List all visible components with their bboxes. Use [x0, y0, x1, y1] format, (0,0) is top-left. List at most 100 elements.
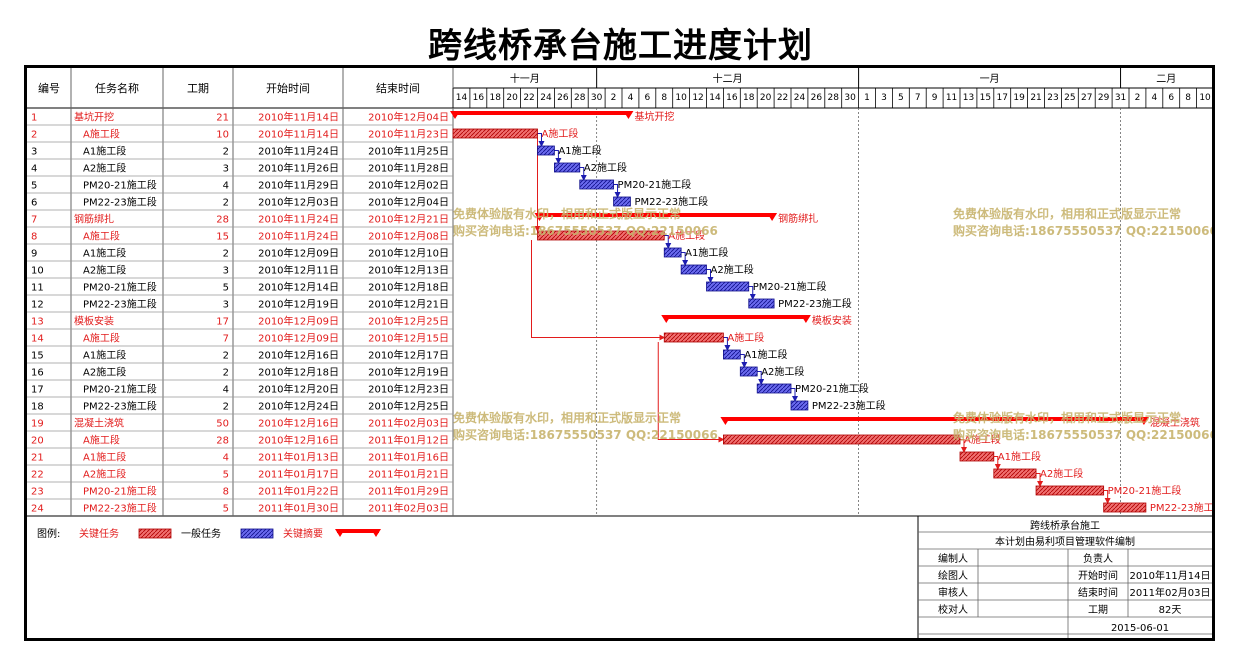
- day-label: 16: [726, 93, 738, 103]
- day-label: 24: [540, 93, 552, 103]
- normal-task-bar: [663, 247, 682, 258]
- day-label: 6: [1168, 93, 1174, 103]
- task-end: 2010年12月08日: [368, 230, 449, 243]
- info-date: 2015-06-01: [1111, 623, 1169, 634]
- critical-task-bar: [959, 451, 995, 462]
- task-start: 2010年11月24日: [258, 213, 339, 226]
- task-bar-label: PM20-21施工段: [753, 280, 827, 293]
- day-label: 19: [1013, 93, 1025, 103]
- watermark-line2: 购买咨询电话:18675550537 QQ:22150066: [953, 223, 1212, 238]
- task-end: 2011年01月12日: [368, 434, 449, 447]
- task-end: 2011年01月21日: [368, 468, 449, 481]
- task-name: 模板安装: [74, 315, 114, 328]
- task-start: 2010年11月26日: [258, 162, 339, 175]
- task-end: 2010年12月19日: [368, 366, 449, 379]
- task-id: 5: [31, 181, 37, 192]
- day-label: 2: [611, 93, 617, 103]
- dependency-arrow: [960, 439, 967, 453]
- task-bar-label: A施工段: [668, 229, 705, 242]
- task-start: 2010年11月24日: [258, 145, 339, 158]
- dependency-arrow: [1036, 473, 1044, 487]
- critical-task-bar: [1035, 485, 1105, 496]
- task-end: 2011年02月03日: [368, 502, 449, 515]
- task-name: A施工段: [83, 332, 120, 345]
- normal-task-bar: [723, 349, 741, 360]
- task-start: 2010年12月16日: [258, 434, 339, 447]
- day-label: 4: [1151, 93, 1157, 103]
- task-end: 2010年11月23日: [368, 128, 449, 141]
- task-bar-label: PM22-23施工段: [778, 297, 852, 310]
- critical-task-bar: [1103, 502, 1147, 513]
- day-label: 2: [1135, 93, 1141, 103]
- task-duration: 5: [223, 504, 229, 515]
- dependency-arrow: [748, 286, 756, 300]
- task-id: 9: [31, 249, 37, 260]
- task-name: PM22-23施工段: [83, 400, 157, 413]
- watermark-line1: 免费体验版有水印，相用和正式版显示正常: [953, 206, 1181, 221]
- task-id: 15: [31, 351, 44, 362]
- dependency-arrow: [531, 240, 666, 341]
- legend-critical-label: 关键任务: [79, 527, 119, 540]
- task-duration: 2: [223, 402, 229, 413]
- task-duration: 28: [216, 215, 229, 226]
- task-bar-label: A1施工段: [998, 450, 1041, 463]
- task-duration: 7: [223, 334, 229, 345]
- normal-task-bar: [790, 400, 809, 411]
- task-bar-label: A2施工段: [1040, 467, 1083, 480]
- task-duration: 5: [223, 470, 229, 481]
- task-duration: 2: [223, 198, 229, 209]
- day-label: 23: [1047, 93, 1058, 103]
- day-label: 13: [963, 93, 974, 103]
- normal-task-bar: [613, 196, 631, 207]
- task-end: 2010年12月15日: [368, 332, 449, 345]
- normal-task-bar: [706, 281, 750, 292]
- day-label: 27: [1081, 93, 1092, 103]
- legend-summary-left-cap: [335, 529, 345, 537]
- task-id: 11: [31, 283, 44, 294]
- task-bar-label: A2施工段: [584, 161, 627, 174]
- header-end: 结束时间: [376, 82, 420, 95]
- dependency-arrow: [537, 133, 545, 147]
- day-label: 28: [574, 93, 586, 103]
- day-label: 16: [473, 93, 485, 103]
- summary-bar-left-cap: [450, 111, 460, 119]
- task-id: 8: [31, 232, 37, 243]
- legend-label: 图例:: [37, 527, 60, 540]
- summary-bar-right-cap: [1138, 417, 1149, 425]
- task-end: 2010年11月28日: [368, 162, 449, 175]
- task-name: A2施工段: [83, 366, 126, 379]
- watermark-line2: 购买咨询电话:18675550537 QQ:22150066: [453, 223, 718, 238]
- task-id: 17: [31, 385, 44, 396]
- info-duration_label: 工期: [1088, 604, 1108, 616]
- task-id: 22: [31, 470, 44, 481]
- info-end_label: 结束时间: [1078, 586, 1118, 599]
- task-name: A1施工段: [83, 145, 126, 158]
- task-bar-label: PM20-21施工段: [1108, 484, 1182, 497]
- summary-bar-left-cap: [661, 315, 672, 323]
- chart-title: 跨线桥承台施工进度计划: [428, 26, 813, 66]
- task-bar-label: A2施工段: [711, 263, 754, 276]
- task-end: 2010年12月25日: [368, 400, 449, 413]
- month-label: 二月: [1156, 73, 1176, 85]
- task-end: 2010年12月13日: [368, 264, 449, 277]
- task-duration: 21: [216, 113, 229, 124]
- day-label: 10: [1199, 93, 1211, 103]
- day-label: 26: [811, 93, 823, 103]
- summary-bar: [453, 111, 631, 115]
- dependency-arrow: [791, 388, 798, 402]
- day-label: 24: [794, 93, 806, 103]
- task-id: 13: [31, 317, 44, 328]
- task-id: 1: [31, 113, 37, 124]
- info-owner_label: 负责人: [1083, 552, 1113, 565]
- task-name: A1施工段: [83, 349, 126, 362]
- info-software: 本计划由易利项目管理软件编制: [995, 535, 1135, 548]
- task-end: 2010年12月21日: [368, 298, 449, 311]
- task-start: 2010年12月18日: [258, 366, 339, 379]
- task-bar-label: PM20-21施工段: [795, 382, 869, 395]
- day-label: 30: [844, 93, 856, 103]
- task-name: 混凝土浇筑: [74, 417, 124, 430]
- normal-task-bar: [739, 366, 758, 377]
- summary-bar: [664, 315, 808, 319]
- watermark-line1: 免费体验版有水印，相用和正式版显示正常: [453, 410, 681, 425]
